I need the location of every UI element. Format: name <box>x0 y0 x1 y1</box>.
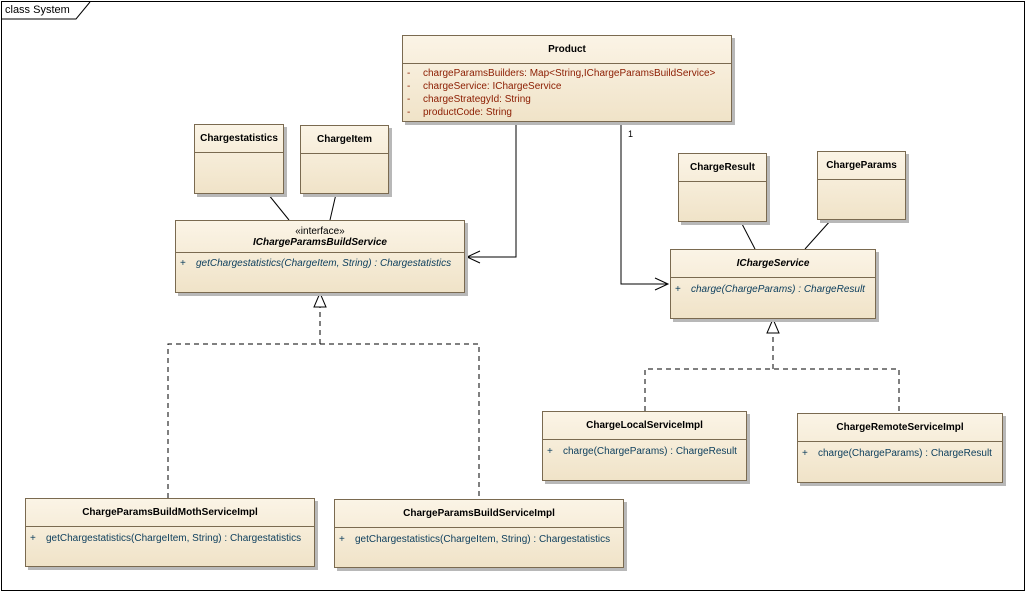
operations-compartment: + charge(ChargeParams) : ChargeResult <box>543 440 746 458</box>
frame-label: class System <box>5 4 70 16</box>
realization-ichargeparamsbuildservice <box>167 307 480 498</box>
class-header: ChargeLocalServiceImpl <box>543 412 746 440</box>
realization-triangle-ichargeparamsbuildservice <box>313 291 327 308</box>
operation-text: charge(ChargeParams) : ChargeResult <box>818 448 992 459</box>
association-product-ichargeservice <box>620 122 667 285</box>
class-ichargeparamsbuildservice[interactable]: «interface» IChargeParamsBuildService + g… <box>175 220 465 293</box>
operation-row: + charge(ChargeParams) : ChargeResult <box>547 445 742 458</box>
visibility-marker: + <box>675 284 681 295</box>
class-header: Product <box>403 36 731 64</box>
class-name: ChargeParams <box>826 160 897 171</box>
class-name: ChargeLocalServiceImpl <box>586 420 703 431</box>
visibility-marker: - <box>407 94 411 105</box>
class-name: ChargeParamsBuildServiceImpl <box>403 508 555 519</box>
operation-text: getChargestatistics(ChargeItem, String) … <box>46 533 302 544</box>
class-chargeresult[interactable]: ChargeResult <box>678 153 767 222</box>
class-header: ChargeParamsBuildMothServiceImpl <box>26 499 314 527</box>
visibility-marker: + <box>547 446 553 457</box>
class-header: ChargeParams <box>818 152 905 180</box>
frame-tab-outline <box>1 1 91 20</box>
visibility-marker: - <box>407 68 411 79</box>
operation-row: + getChargestatistics(ChargeItem, String)… <box>30 532 310 545</box>
attribute-row: - chargeStrategyId: String <box>407 93 727 106</box>
class-name: ChargeRemoteServiceImpl <box>836 422 964 433</box>
attribute-row: - chargeParamsBuilders: Map<String,ICharg… <box>407 67 727 80</box>
link-chargeitem-interface <box>329 193 337 221</box>
class-chargeparamsbuildserviceimpl[interactable]: ChargeParamsBuildServiceImpl + getCharges… <box>334 499 624 568</box>
class-chargelocalserviceimpl[interactable]: ChargeLocalServiceImpl + charge(ChargePar… <box>542 411 747 481</box>
class-name: Chargestatistics <box>200 133 278 144</box>
operation-text: charge(ChargeParams) : ChargeResult <box>563 446 737 457</box>
attribute-text: productCode: String <box>423 107 512 118</box>
realization-triangle-ichargeservice <box>766 317 780 334</box>
operations-compartment: + charge(ChargeParams) : ChargeResult <box>671 278 875 296</box>
class-name: Product <box>548 44 586 55</box>
arrowhead-open-left <box>465 250 481 264</box>
operation-text: charge(ChargeParams) : ChargeResult <box>691 284 865 295</box>
operation-row: + getChargestatistics(ChargeItem, String)… <box>180 257 460 270</box>
stereotype-label: «interface» <box>295 225 345 237</box>
operations-compartment: + getChargestatistics(ChargeItem, String)… <box>26 527 314 545</box>
class-name: ChargeParamsBuildMothServiceImpl <box>82 507 258 518</box>
class-chargeparamsbuildmothserviceimpl[interactable]: ChargeParamsBuildMothServiceImpl + getCha… <box>25 498 315 567</box>
visibility-marker: - <box>407 81 411 92</box>
attribute-row: - productCode: String <box>407 106 727 119</box>
operation-row: + charge(ChargeParams) : ChargeResult <box>802 447 998 460</box>
class-chargeparams[interactable]: ChargeParams <box>817 151 906 220</box>
attributes-compartment: - chargeParamsBuilders: Map<String,ICharg… <box>403 64 731 119</box>
class-name: IChargeService <box>736 258 810 269</box>
class-header: IChargeService <box>671 250 875 278</box>
realization-ichargeservice <box>644 333 900 413</box>
class-header: «interface» IChargeParamsBuildService <box>176 221 464 253</box>
link-chargeresult-ichargeservice <box>740 221 756 250</box>
visibility-marker: + <box>180 258 186 269</box>
class-chargestatistics[interactable]: Chargestatistics <box>194 124 284 194</box>
arrowhead-open-right <box>654 277 670 291</box>
class-ichargeservice[interactable]: IChargeService + charge(ChargeParams) : C… <box>670 249 876 319</box>
class-product[interactable]: Product - chargeParamsBuilders: Map<Strin… <box>402 35 732 122</box>
attribute-row: - chargeService: IChargeService <box>407 80 727 93</box>
visibility-marker: + <box>802 448 808 459</box>
operation-row: + getChargestatistics(ChargeItem, String)… <box>339 533 619 546</box>
class-header: ChargeParamsBuildServiceImpl <box>335 500 623 528</box>
class-chargeitem[interactable]: ChargeItem <box>300 125 389 194</box>
class-header: Chargestatistics <box>195 125 283 153</box>
visibility-marker: - <box>407 107 411 118</box>
operations-compartment: + getChargestatistics(ChargeItem, String)… <box>176 253 464 270</box>
class-header: ChargeRemoteServiceImpl <box>798 414 1002 442</box>
attribute-text: chargeParamsBuilders: Map<String,ICharge… <box>423 68 716 79</box>
operation-text: getChargestatistics(ChargeItem, String) … <box>196 258 452 269</box>
link-chargeparams-ichargeservice <box>804 219 832 250</box>
class-chargeremoteserviceimpl[interactable]: ChargeRemoteServiceImpl + charge(ChargePa… <box>797 413 1003 483</box>
operations-compartment: + getChargestatistics(ChargeItem, String)… <box>335 528 623 546</box>
attribute-text: chargeStrategyId: String <box>423 94 531 105</box>
operation-row: + charge(ChargeParams) : ChargeResult <box>675 283 871 296</box>
class-name: ChargeResult <box>689 162 755 173</box>
class-name: IChargeParamsBuildService <box>253 236 387 248</box>
multiplicity-label: 1 <box>628 129 634 139</box>
operations-compartment: + charge(ChargeParams) : ChargeResult <box>798 442 1002 460</box>
visibility-marker: + <box>339 534 345 545</box>
operation-text: getChargestatistics(ChargeItem, String) … <box>355 534 611 545</box>
class-header: ChargeResult <box>679 154 766 182</box>
class-header: ChargeItem <box>301 126 388 154</box>
class-name: ChargeItem <box>316 134 372 145</box>
association-product-ichargeparamsbuildservice <box>468 122 517 258</box>
link-chargestatistics-interface <box>267 193 290 221</box>
attribute-text: chargeService: IChargeService <box>423 81 562 92</box>
visibility-marker: + <box>30 533 36 544</box>
